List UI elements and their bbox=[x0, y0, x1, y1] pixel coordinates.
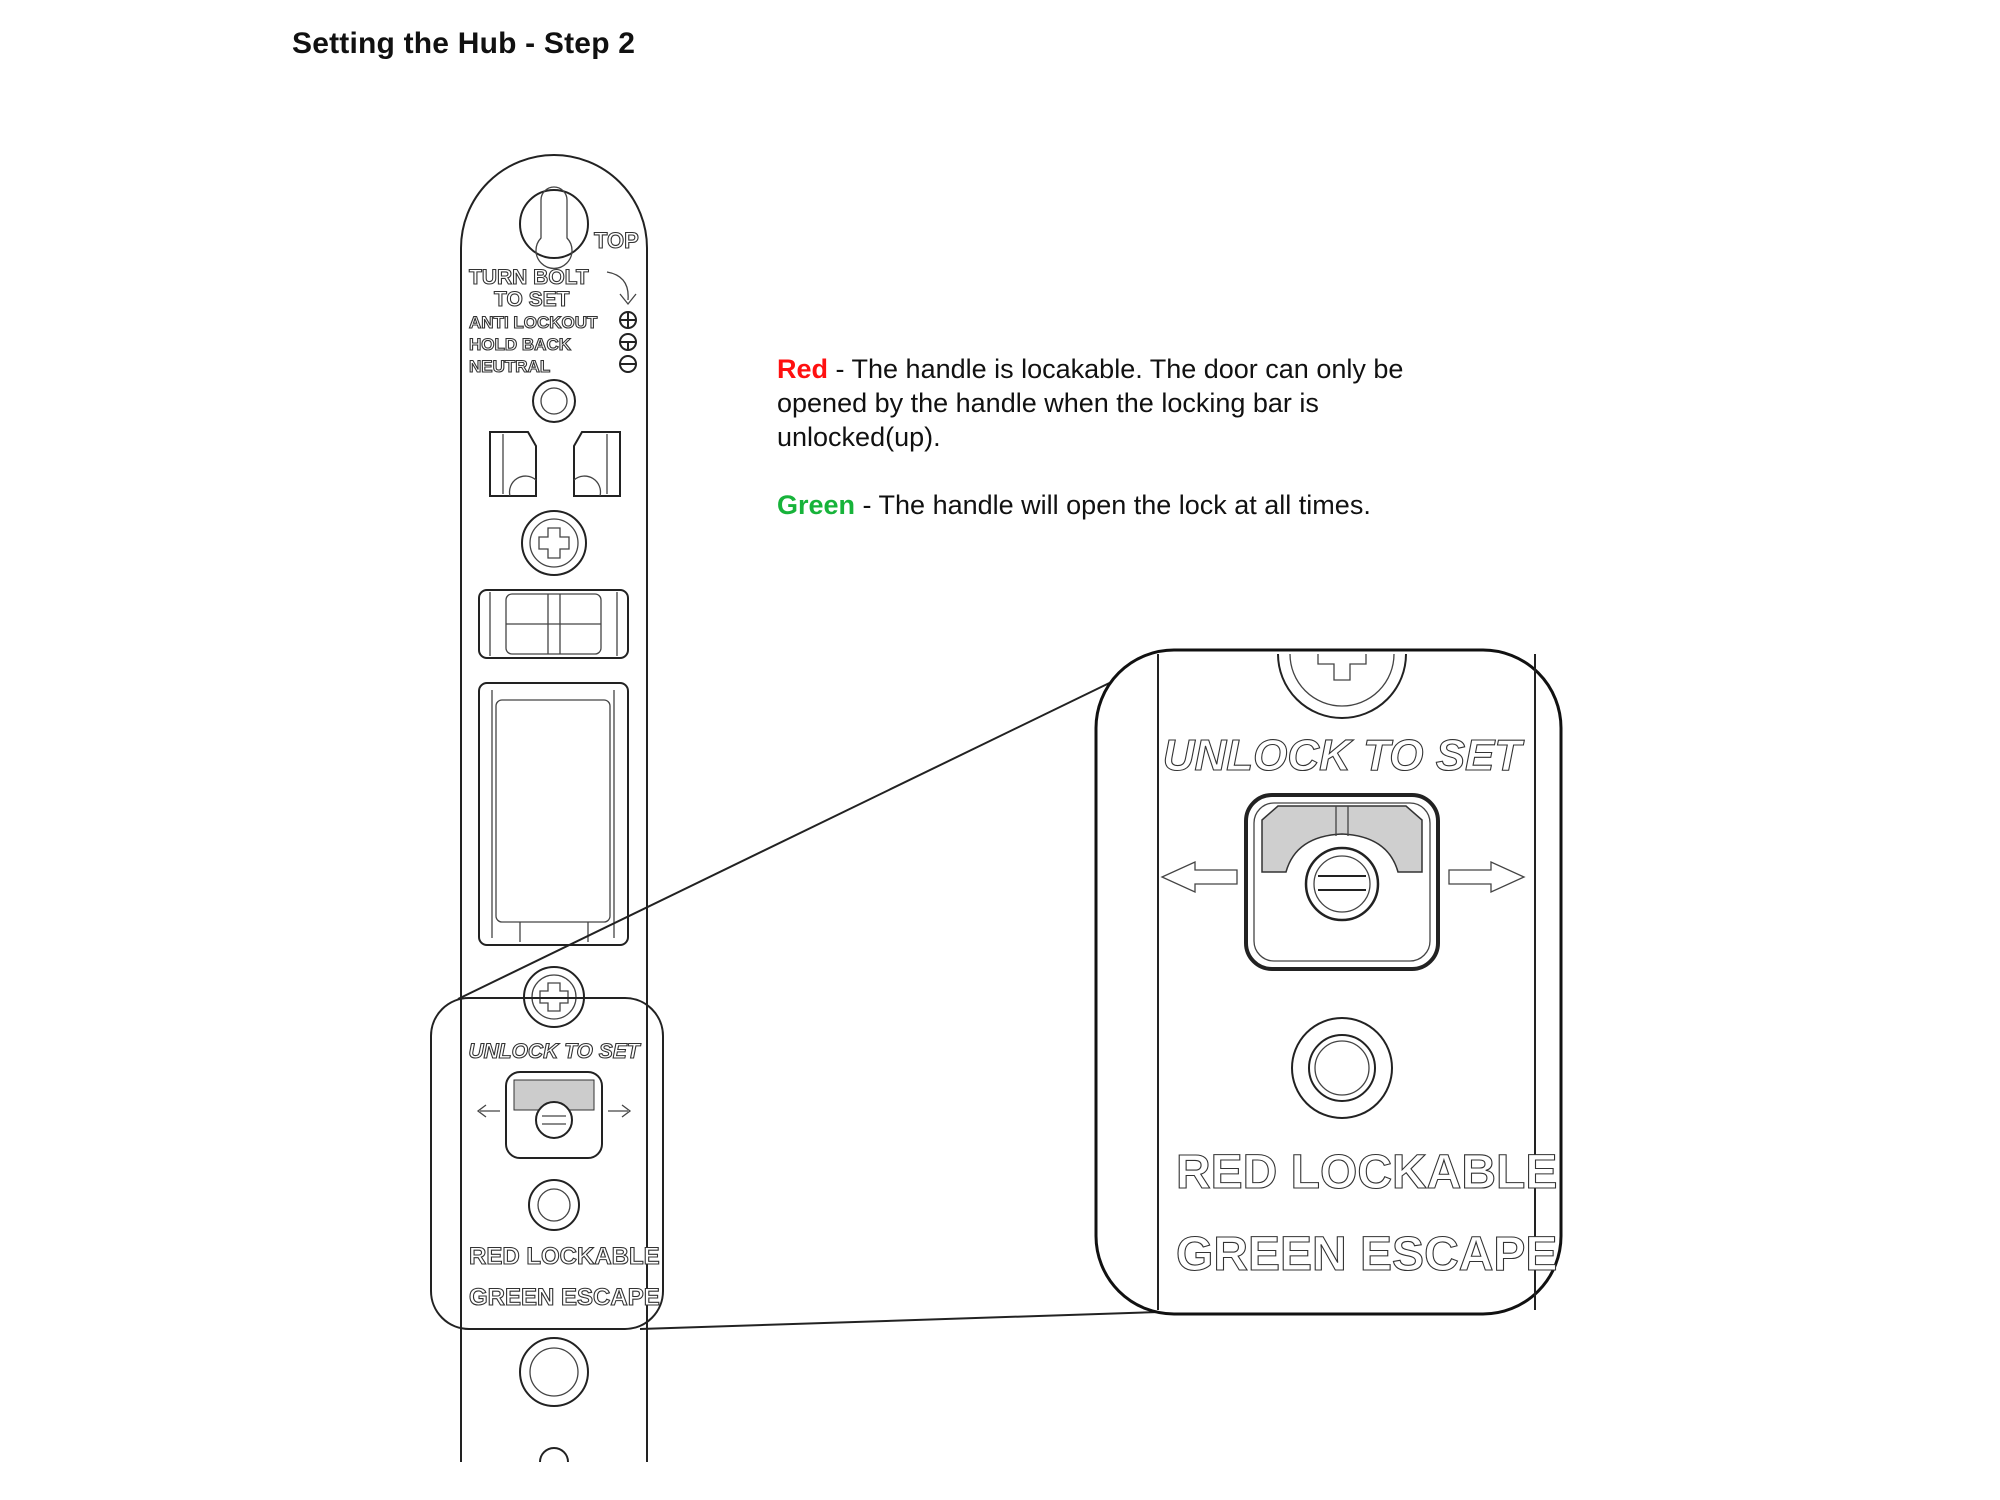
unlock-to-set-large: UNLOCK TO SET bbox=[1163, 731, 1525, 780]
green-escape-large: GREEN ESCAPE bbox=[1176, 1228, 1557, 1281]
fixing-hole bbox=[532, 379, 576, 423]
red-label: Red bbox=[777, 354, 829, 384]
green-escape-small: GREEN ESCAPE bbox=[469, 1284, 660, 1311]
red-text: - The handle is locakable. The door can … bbox=[777, 354, 1404, 452]
red-lockable-small: RED LOCKABLE bbox=[469, 1243, 660, 1270]
mode-anti-lockout: ANTI LOCKOUT bbox=[469, 313, 598, 332]
bolt-window bbox=[478, 682, 629, 946]
mode-symbol-icons bbox=[619, 311, 637, 373]
unlock-to-set-small: UNLOCK TO SET bbox=[468, 1040, 641, 1063]
arrow-left-icon bbox=[1160, 860, 1238, 894]
fixing-hole bbox=[528, 1179, 580, 1231]
fixing-hole bbox=[1291, 1017, 1393, 1119]
callout-line-top bbox=[457, 672, 1131, 1000]
green-description: Green - The handle will open the lock at… bbox=[777, 488, 1457, 522]
red-lockable-large: RED LOCKABLE bbox=[1176, 1146, 1557, 1199]
screw-icon bbox=[521, 510, 587, 576]
enlarged-detail-panel bbox=[1094, 648, 1563, 1316]
fixing-hole bbox=[519, 1337, 589, 1407]
turn-bolt-label: TURN BOLT bbox=[469, 266, 589, 289]
turn-arrow-icon bbox=[606, 271, 637, 306]
faceplate bbox=[460, 154, 648, 1462]
description: Red - The handle is locakable. The door … bbox=[777, 352, 1457, 556]
green-text: - The handle will open the lock at all t… bbox=[855, 490, 1371, 520]
callout-line-bottom bbox=[639, 1311, 1161, 1330]
top-label: TOP bbox=[594, 228, 639, 253]
to-set-label: TO SET bbox=[494, 288, 570, 311]
green-label: Green bbox=[777, 490, 856, 520]
arrow-right-icon bbox=[1448, 860, 1526, 894]
red-description: Red - The handle is locakable. The door … bbox=[777, 352, 1457, 454]
mode-hold-back: HOLD BACK bbox=[469, 335, 572, 354]
callout-source-box bbox=[430, 997, 664, 1330]
page-title: Setting the Hub - Step 2 bbox=[292, 27, 636, 60]
keyhole-icon bbox=[519, 186, 589, 270]
latch-catches bbox=[489, 431, 621, 497]
mode-neutral: NEUTRAL bbox=[469, 357, 550, 376]
mode-selector-small bbox=[476, 1071, 632, 1159]
mode-selector-large bbox=[1244, 793, 1440, 971]
latch-window bbox=[478, 589, 629, 659]
